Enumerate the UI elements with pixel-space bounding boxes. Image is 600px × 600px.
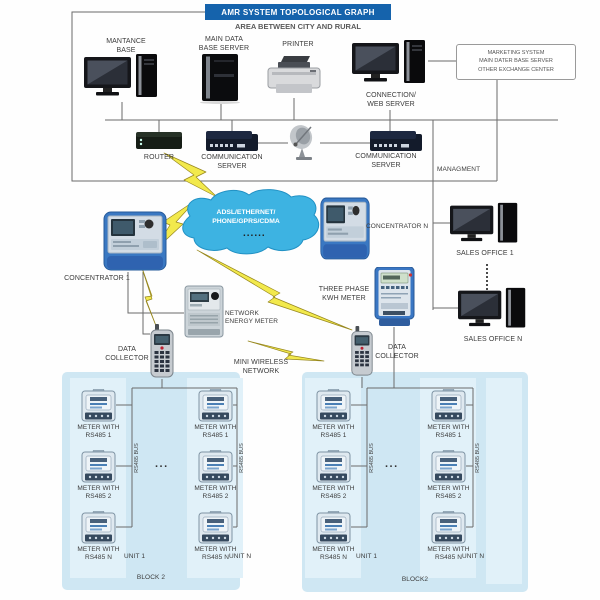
network-energy-meter-label: NETWORK ENERGY METER xyxy=(225,310,279,326)
unit-strip xyxy=(486,378,522,584)
tower-server-icon xyxy=(198,54,242,109)
meter-label: METER WITH RS485 2 xyxy=(77,485,120,501)
concentrator-1-label: CONCENTRATOR 1 xyxy=(64,275,130,282)
marketing-system-box: MARKETING SYSTEM MAIN DATER BASE SERVER … xyxy=(456,44,576,80)
page-title: AMR SYSTEM TOPOLOGICAL GRAPH xyxy=(205,4,391,20)
unit-gap-dots: ... xyxy=(155,458,169,470)
rs485-bus-label: RS485 BUS xyxy=(134,443,140,473)
communication-server-2-icon xyxy=(370,131,422,156)
rs485-meter-icon xyxy=(81,510,116,549)
rs485-bus-label: RS485 BUS xyxy=(475,443,481,473)
router-icon xyxy=(136,132,182,154)
meter-label: METER WITH RS485 N xyxy=(77,546,120,562)
meter-label: METER WITH RS485 2 xyxy=(194,485,237,501)
managment-label: MANAGMENT xyxy=(437,166,481,173)
rs485-meter-icon xyxy=(316,510,351,549)
printer-icon xyxy=(266,56,322,103)
meter-label: METER WITH RS485 2 xyxy=(427,485,470,501)
meter-label: METER WITH RS485 2 xyxy=(312,485,355,501)
meter-label: METER WITH RS485 N xyxy=(194,546,237,562)
concentrator-n-label: CONCENTRATOR N xyxy=(366,223,429,230)
sales-office-1-label: SALES OFFICE 1 xyxy=(456,250,514,257)
meter-label: METER WITH RS485 1 xyxy=(194,424,237,440)
data-collector-1-label: DATA COLLECTOR xyxy=(105,346,149,362)
three-phase-meter-label: THREE PHASE KWH METER xyxy=(318,286,370,302)
meter-label: METER WITH RS485 1 xyxy=(77,424,120,440)
unit-label: UNIT N xyxy=(462,553,485,560)
meter-label: METER WITH RS485 1 xyxy=(427,424,470,440)
rs485-meter-icon xyxy=(198,388,233,427)
rs485-meter-icon xyxy=(198,449,233,488)
unit-label: UNIT 1 xyxy=(124,553,146,560)
rs485-meter-icon xyxy=(316,449,351,488)
meter-label: METER WITH RS485 N xyxy=(427,546,470,562)
router-label: ROUTER xyxy=(143,154,175,161)
data-collector-2-icon xyxy=(350,326,374,382)
concentrator-dots: ...... xyxy=(243,228,266,239)
printer-label: PRINTER xyxy=(282,41,314,48)
rs485-meter-icon xyxy=(198,510,233,549)
cloud-icon xyxy=(182,189,320,255)
sales-office-n-label: SALES OFFICE N xyxy=(463,336,523,343)
mantance-base-label: MANTANCE BASE xyxy=(106,38,146,54)
rs485-meter-icon xyxy=(81,449,116,488)
communication-server-1-label: COMMUNICATION SERVER xyxy=(201,154,263,170)
page-subtitle: AREA BETWEEN CITY AND RURAL xyxy=(235,22,361,31)
data-collector-1-icon xyxy=(150,324,174,384)
rs485-meter-icon xyxy=(431,388,466,427)
three-phase-kwh-meter-icon xyxy=(372,266,417,332)
communication-server-2-label: COMMUNICATION SERVER xyxy=(355,153,417,169)
data-collector-2-label: DATA COLLECTOR xyxy=(375,344,419,360)
rs485-bus-label: RS485 BUS xyxy=(369,443,375,473)
sales-office-ellipsis xyxy=(486,264,488,290)
unit-gap-dots: ... xyxy=(385,458,399,470)
rs485-bus-label: RS485 BUS xyxy=(239,443,245,473)
sales-office-n-computer-icon xyxy=(458,287,528,338)
concentrator-1-icon xyxy=(103,211,167,277)
sales-office-1-computer-icon xyxy=(450,202,520,253)
mini-wireless-network-label: MINI WIRELESS NETWORK xyxy=(233,359,289,375)
rs485-meter-icon xyxy=(316,388,351,427)
cloud-label: ADSL/ETHERNET/ PHONE/GPRS/CDMA xyxy=(212,209,280,225)
web-server-computer-icon xyxy=(352,40,428,93)
rs485-meter-icon xyxy=(431,510,466,549)
concentrator-n-icon xyxy=(320,197,370,266)
meter-label: METER WITH RS485 N xyxy=(312,546,355,562)
connection-web-server-label: CONNECTION/ WEB SERVER xyxy=(365,92,417,108)
rs485-meter-icon xyxy=(81,388,116,427)
unit-label: UNIT 1 xyxy=(356,553,378,560)
network-energy-meter-icon xyxy=(184,285,224,343)
desktop-computer-icon xyxy=(84,54,160,107)
rs485-meter-icon xyxy=(431,449,466,488)
unit-label: UNIT N xyxy=(229,553,252,560)
block-1-label: BLOCK 2 xyxy=(136,574,166,581)
block-2-label: BLOCK2 xyxy=(401,576,429,583)
meter-label: METER WITH RS485 1 xyxy=(312,424,355,440)
main-db-server-label: MAIN DATA BASE SERVER xyxy=(198,36,250,52)
satellite-dish-icon xyxy=(288,124,320,167)
communication-server-1-icon xyxy=(206,131,258,156)
connector-lines xyxy=(71,11,558,389)
